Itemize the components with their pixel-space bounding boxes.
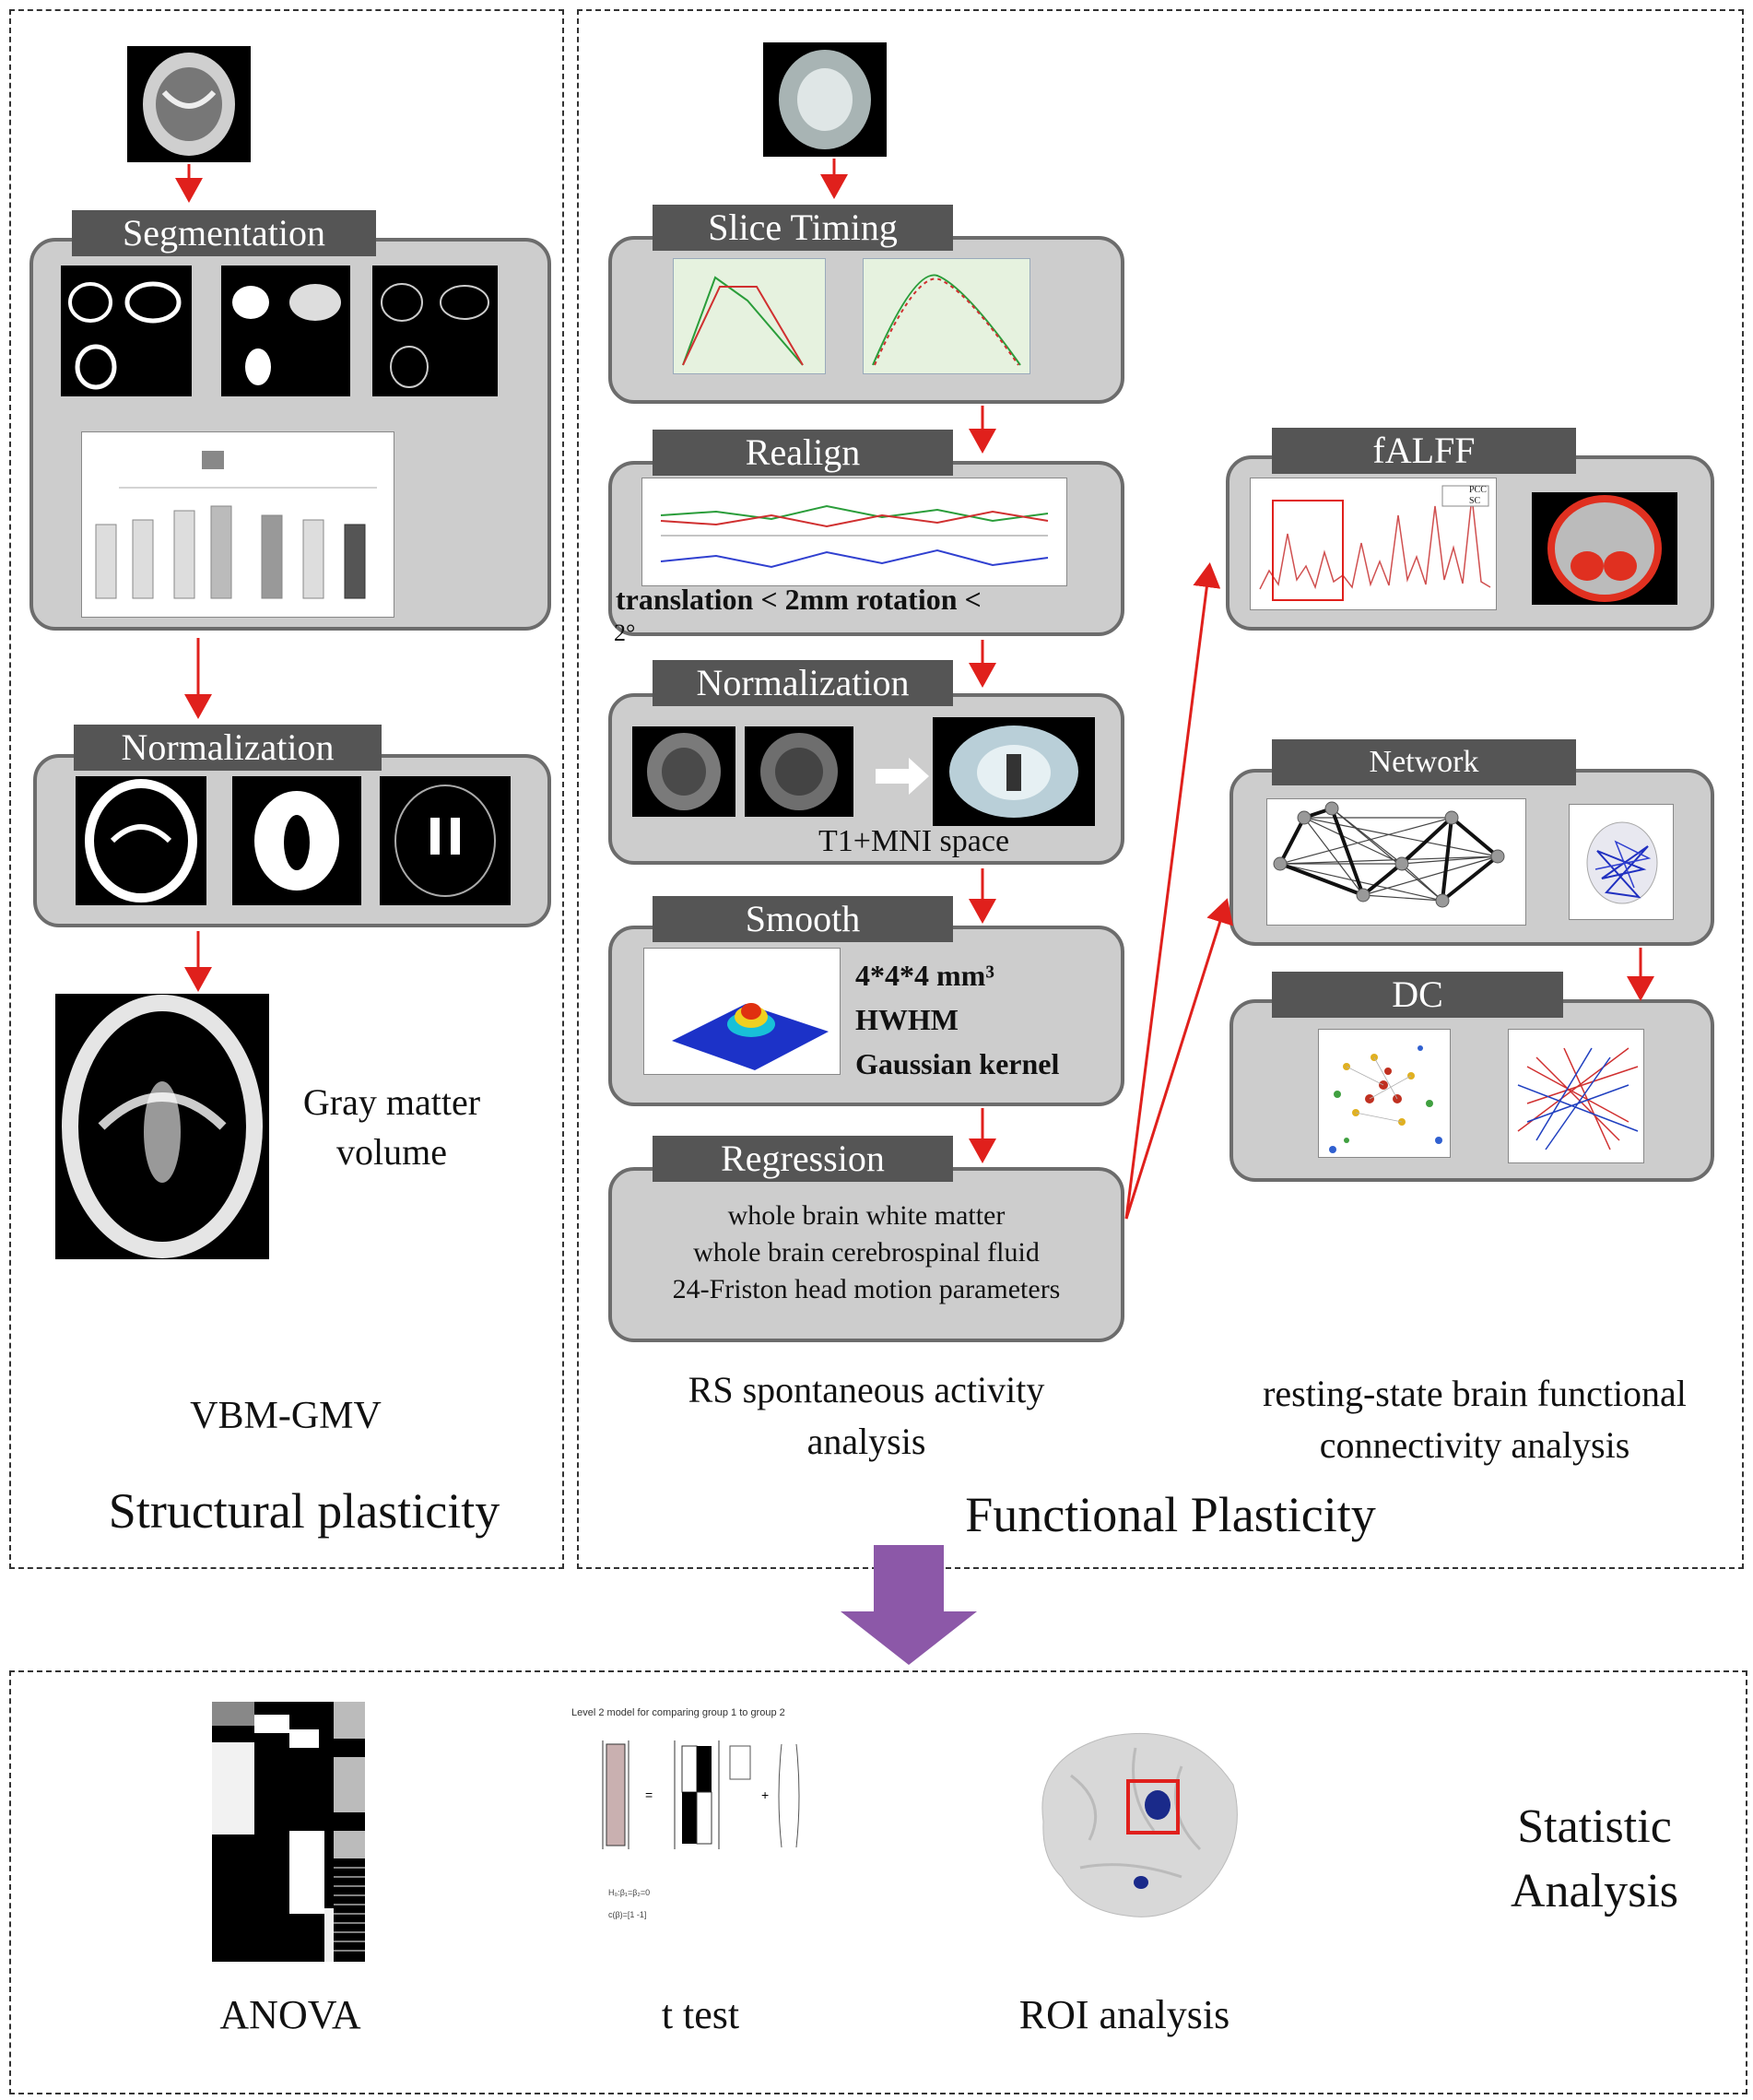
slice-timing-plot-1 [673,258,826,374]
network-brain-glass [1569,804,1674,920]
regression-item-1: whole brain white matter [727,1200,1006,1231]
falff-legend-sc: SC [1469,496,1481,506]
realign-note-2: 2° [614,619,636,646]
statistic-title-line-1: Statistic [1517,1800,1672,1853]
ttest-header: Level 2 model for comparing group 1 to g… [571,1707,785,1718]
svg-text:c(β)=[1 -1]: c(β)=[1 -1] [608,1910,646,1919]
smooth-note-3: Gaussian kernel [855,1047,1060,1080]
network-label: Network [1272,739,1576,785]
dc-label: DC [1272,972,1563,1018]
realign-motion-plot [641,478,1067,586]
svg-text:+: + [761,1787,769,1802]
regression-item-3: 24-Friston head motion parameters [672,1274,1061,1304]
vbm-gmv-label: VBM-GMV [190,1395,382,1437]
segmentation-network-diagram [81,431,394,618]
gray-matter-label: Gray matter [302,1081,481,1123]
normalized-csf-image [380,776,511,905]
network-graph-plot [1266,798,1526,926]
fmri-brain-thumbnail [763,42,887,157]
normalized-wm-image [232,776,361,905]
connectivity-caption-line-2: connectivity analysis [1319,1424,1630,1466]
normalized-gm-image [76,776,206,905]
realign-label: Realign [653,430,953,476]
svg-text:H₀:β₁=β₂=0: H₀:β₁=β₂=0 [608,1888,650,1897]
t1-image-1 [632,726,735,817]
roi-analysis-label: ROI analysis [1018,1992,1230,2037]
regression-label: Regression [653,1136,953,1182]
regression-item-2: whole brain cerebrospinal fluid [693,1237,1040,1268]
normalization-white-arrow [876,758,929,795]
smooth-note-1: 4*4*4 mm³ [855,959,994,992]
structural-frame [9,9,564,1569]
slice-timing-label: Slice Timing [653,205,953,251]
statistic-title-line-2: Analysis [1511,1865,1678,1917]
functional-plasticity-title: Functional Plasticity [965,1487,1376,1542]
big-down-arrow [841,1545,977,1665]
segmentation-csf-image [372,265,498,396]
anova-design-matrix [212,1702,365,1962]
falff-legend-pcc: PCC [1469,485,1487,495]
ttest-label: t test [661,1992,740,2037]
falff-label: fALFF [1272,428,1576,474]
smooth-label: Smooth [653,896,953,942]
smooth-note-2: HWHM [855,1003,959,1036]
segmentation-gm-image [61,265,192,396]
t1-brain-thumbnail [127,46,251,162]
anova-label: ANOVA [219,1992,361,2037]
structural-plasticity-title: Structural plasticity [108,1483,500,1539]
rs-caption-line-2: analysis [806,1421,926,1462]
ttest-model-diagram: = + H₀:β₁=β₂=0 c(β)=[1 -1] [597,1731,828,1929]
segmentation-label: Segmentation [72,210,376,256]
structural-normalization-label: Normalization [74,725,382,771]
regression-panel [608,1167,1124,1342]
roi-brain-render [1025,1720,1248,1936]
normalization-note: T1+MNI space [818,824,1010,858]
falff-brain-map [1532,492,1677,605]
realign-note: translation < 2mm rotation < [616,583,982,616]
segmentation-wm-image [221,265,350,396]
gaussian-kernel-plot [643,948,841,1075]
gray-matter-volume-image [55,994,269,1259]
functional-normalization-label: Normalization [653,660,953,706]
mni-template-image [933,717,1095,826]
rs-caption-line-1: RS spontaneous activity [688,1369,1045,1410]
svg-text:=: = [645,1787,653,1802]
dc-graph-plot [1318,1029,1451,1158]
connectivity-caption-line-1: resting-state brain functional [1263,1373,1687,1414]
slice-timing-plot-2 [863,258,1030,374]
falff-spectrum-plot [1250,478,1497,610]
functional-frame [577,9,1744,1569]
dc-connectome-plot [1508,1029,1644,1163]
volume-label: volume [336,1131,447,1173]
t1-image-2 [745,726,853,817]
statistic-frame [9,1670,1747,2094]
